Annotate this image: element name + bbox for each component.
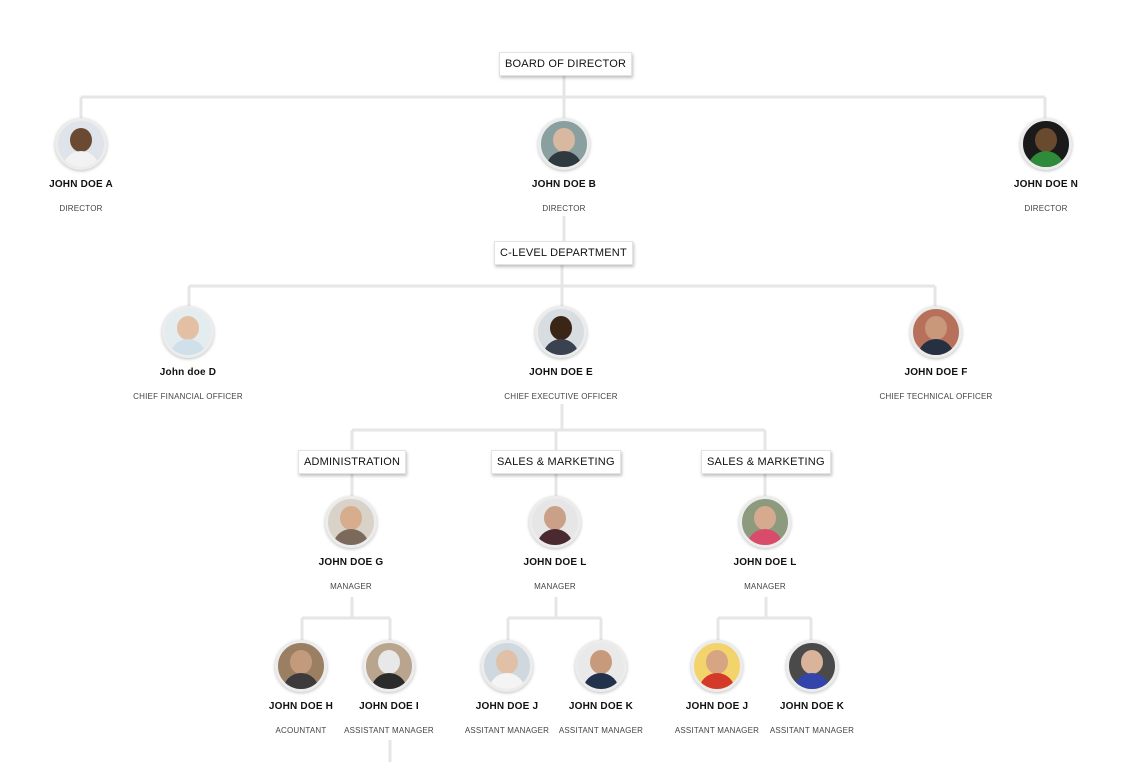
avatar: [481, 640, 533, 692]
person-node: JOHN DOE L MANAGER: [475, 496, 635, 591]
person-node: JOHN DOE J ASSITANT MANAGER: [637, 640, 797, 735]
avatar: [275, 640, 327, 692]
person-name: JOHN DOE K: [568, 701, 634, 712]
person-role: DIRECTOR: [1024, 204, 1068, 213]
avatar: [910, 306, 962, 358]
person-role: ACOUNTANT: [275, 726, 327, 735]
avatar: [529, 496, 581, 548]
person-role: CHIEF TECHNICAL OFFICER: [879, 392, 993, 401]
person-name: JOHN DOE B: [531, 179, 597, 190]
person-node: John doe D CHIEF FINANCIAL OFFICER: [108, 306, 268, 401]
person-name: JOHN DOE K: [779, 701, 845, 712]
person-role: ASSISTANT MANAGER: [344, 726, 434, 735]
avatar: [691, 640, 743, 692]
person-node: JOHN DOE H ACOUNTANT: [221, 640, 381, 735]
group-sales-marketing-1: SALES & MARKETING: [491, 450, 621, 474]
group-board-of-director: BOARD OF DIRECTOR: [499, 52, 633, 76]
person-name: JOHN DOE H: [268, 701, 334, 712]
person-node: JOHN DOE K ASSITANT MANAGER: [732, 640, 892, 735]
avatar: [325, 496, 377, 548]
group-sales-marketing-2: SALES & MARKETING: [701, 450, 831, 474]
person-node: JOHN DOE F CHIEF TECHNICAL OFFICER: [856, 306, 1016, 401]
avatar: [575, 640, 627, 692]
person-role: CHIEF EXECUTIVE OFFICER: [504, 392, 618, 401]
person-role: CHIEF FINANCIAL OFFICER: [133, 392, 243, 401]
avatar: [1020, 118, 1072, 170]
avatar: [786, 640, 838, 692]
person-node: JOHN DOE G MANAGER: [271, 496, 431, 591]
avatar: [538, 118, 590, 170]
person-node: JOHN DOE B DIRECTOR: [484, 118, 644, 213]
person-role: DIRECTOR: [542, 204, 586, 213]
person-node: JOHN DOE A DIRECTOR: [1, 118, 161, 213]
person-role: DIRECTOR: [59, 204, 103, 213]
person-node: JOHN DOE L MANAGER: [685, 496, 845, 591]
person-role: MANAGER: [534, 582, 576, 591]
avatar: [535, 306, 587, 358]
person-node: JOHN DOE N DIRECTOR: [966, 118, 1126, 213]
person-name: JOHN DOE I: [359, 701, 419, 712]
person-name: JOHN DOE J: [475, 701, 539, 712]
person-name: John doe D: [159, 367, 217, 378]
person-name: JOHN DOE G: [318, 557, 384, 568]
person-node: JOHN DOE K ASSITANT MANAGER: [521, 640, 681, 735]
person-name: JOHN DOE E: [529, 367, 593, 378]
group-administration: ADMINISTRATION: [298, 450, 407, 474]
person-role: ASSITANT MANAGER: [769, 726, 855, 735]
avatar: [363, 640, 415, 692]
person-role: MANAGER: [330, 582, 372, 591]
person-name: JOHN DOE F: [904, 367, 968, 378]
person-name: JOHN DOE L: [733, 557, 797, 568]
person-name: JOHN DOE L: [523, 557, 587, 568]
group-c-level-department: C-LEVEL DEPARTMENT: [494, 241, 633, 265]
person-name: JOHN DOE N: [1013, 179, 1079, 190]
person-name: JOHN DOE A: [49, 179, 113, 190]
person-node: JOHN DOE I ASSISTANT MANAGER: [309, 640, 469, 735]
person-name: JOHN DOE J: [685, 701, 749, 712]
person-node: JOHN DOE J ASSITANT MANAGER: [427, 640, 587, 735]
person-role: ASSITANT MANAGER: [674, 726, 760, 735]
person-node: JOHN DOE E CHIEF EXECUTIVE OFFICER: [481, 306, 641, 401]
avatar: [55, 118, 107, 170]
avatar: [162, 306, 214, 358]
avatar: [739, 496, 791, 548]
person-role: MANAGER: [744, 582, 786, 591]
person-role: ASSITANT MANAGER: [558, 726, 644, 735]
person-role: ASSITANT MANAGER: [464, 726, 550, 735]
